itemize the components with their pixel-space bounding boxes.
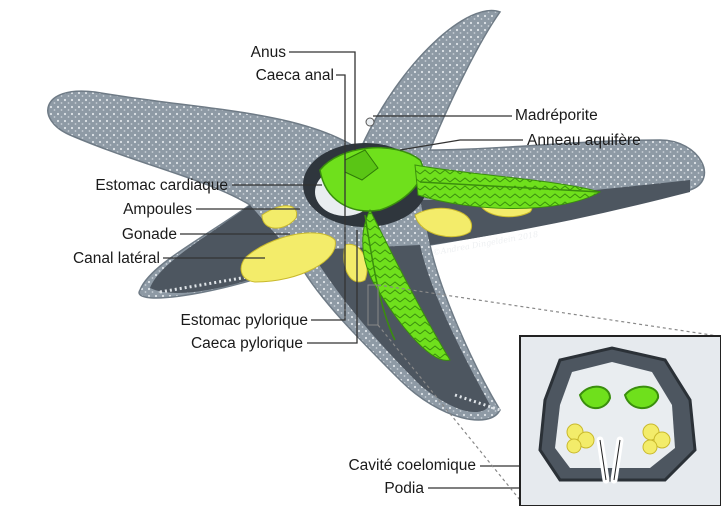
label-estomac-pylorique: Estomac pylorique xyxy=(110,312,308,330)
label-ampoules: Ampoules xyxy=(64,201,192,219)
label-podia: Podia xyxy=(330,480,424,498)
label-madreporite: Madréporite xyxy=(515,107,598,125)
madreporite-plate xyxy=(366,118,374,126)
label-canal-lateral: Canal latéral xyxy=(8,250,160,268)
label-caeca-pylorique: Caeca pylorique xyxy=(120,335,303,353)
label-cavite-coelomique: Cavité coelomique xyxy=(290,457,476,475)
label-gonade: Gonade xyxy=(50,226,177,244)
cross-section-inset xyxy=(520,336,721,506)
label-anus: Anus xyxy=(196,44,286,62)
label-estomac-cardiaque: Estomac cardiaque xyxy=(18,177,228,195)
label-anneau-aquifere: Anneau aquifère xyxy=(527,132,641,150)
label-caeca-anal: Caeca anal xyxy=(186,67,334,85)
